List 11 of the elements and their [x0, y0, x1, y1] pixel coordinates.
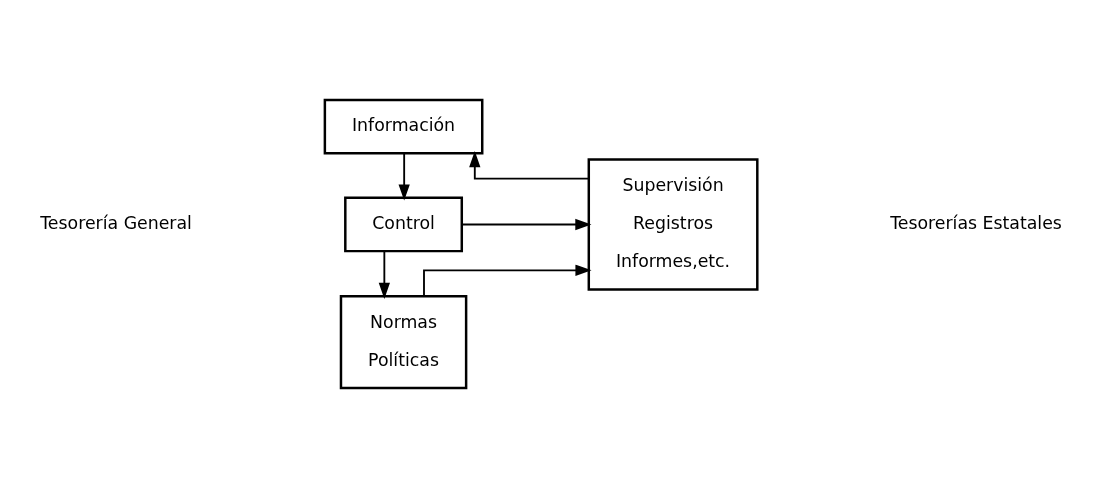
node-box: Supervisión Registros Informes,etc.	[587, 157, 759, 291]
arrow	[469, 150, 590, 180]
arrow	[461, 218, 592, 230]
arrow	[398, 151, 410, 201]
arrow	[378, 249, 390, 299]
label: Tesorería General	[40, 212, 192, 233]
node-box: Normas Políticas	[339, 294, 468, 389]
label: Tesorerías Estatales	[890, 212, 1062, 233]
node-box: Control	[344, 196, 464, 252]
arrow	[423, 264, 592, 297]
node-box: Información	[323, 98, 484, 154]
